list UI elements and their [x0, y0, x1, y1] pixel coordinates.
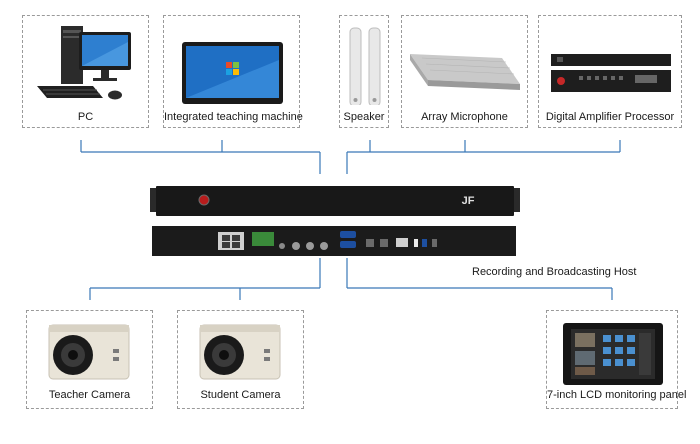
- lcd-panel-box: 7-inch LCD monitoring panel: [546, 310, 687, 409]
- amplifier-processor-label: Digital Amplifier Processor: [545, 111, 675, 123]
- camera-icon: [48, 324, 130, 380]
- student-camera-label: Student Camera: [200, 389, 281, 401]
- array-microphone-icon: [410, 54, 520, 90]
- speaker-box: Speaker: [339, 15, 389, 128]
- teaching-machine-label: Integrated teaching machine: [164, 111, 303, 123]
- host-rear-panel: [152, 226, 516, 256]
- pc-device-box: PC: [22, 15, 149, 128]
- lcd-panel-label: 7-inch LCD monitoring panel: [547, 389, 687, 401]
- touch-monitor-icon: [182, 42, 283, 104]
- pc-label: PC: [77, 111, 94, 123]
- teacher-camera-box: Teacher Camera: [26, 310, 153, 409]
- host-front-panel: JF: [150, 186, 520, 216]
- host-label: Recording and Broadcasting Host: [472, 266, 637, 278]
- host-logo: JF: [462, 195, 475, 207]
- desktop-pc-icon: [37, 26, 131, 100]
- rack-amplifier-icon: [551, 54, 671, 92]
- teacher-camera-label: Teacher Camera: [48, 389, 131, 401]
- array-microphone-label: Array Microphone: [421, 111, 508, 123]
- column-speaker-icon: [349, 27, 381, 105]
- lcd-panel-icon: [563, 323, 663, 385]
- camera-icon: [199, 324, 281, 380]
- amplifier-processor-box: Digital Amplifier Processor: [538, 15, 682, 128]
- student-camera-box: Student Camera: [177, 310, 304, 409]
- teaching-machine-box: Integrated teaching machine: [163, 15, 303, 128]
- array-microphone-box: Array Microphone: [401, 15, 528, 128]
- speaker-label: Speaker: [343, 111, 385, 123]
